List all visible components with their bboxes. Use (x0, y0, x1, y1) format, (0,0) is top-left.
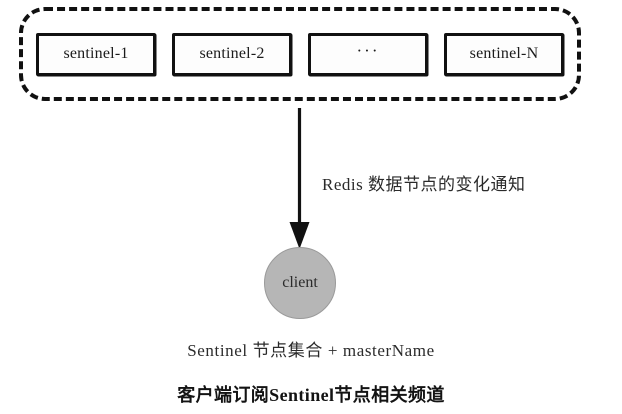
notification-label: Redis 数据节点的变化通知 (322, 175, 526, 194)
sentinel-node-ellipsis[interactable]: ··· (308, 32, 428, 76)
notification-arrow-icon (289, 108, 310, 249)
client-node[interactable]: client (264, 247, 336, 319)
sentinel-node-row: sentinel-1 sentinel-2 ··· sentinel-N (19, 7, 581, 101)
title-caption: 客户端订阅Sentinel节点相关频道 (177, 385, 445, 405)
sentinel-node-1-label: sentinel-1 (63, 45, 129, 62)
ellipsis-label: ··· (356, 41, 380, 60)
sentinel-node-n-label: sentinel-N (469, 45, 539, 62)
sentinel-node-2-label: sentinel-2 (199, 45, 265, 62)
sentinel-group-container (19, 7, 581, 101)
sentinel-node-1[interactable]: sentinel-1 (36, 32, 156, 76)
client-node-label: client (282, 274, 318, 291)
subtitle-caption: Sentinel 节点集合 + masterName (187, 341, 435, 360)
sentinel-node-2[interactable]: sentinel-2 (172, 32, 292, 76)
sentinel-node-n[interactable]: sentinel-N (444, 32, 564, 76)
